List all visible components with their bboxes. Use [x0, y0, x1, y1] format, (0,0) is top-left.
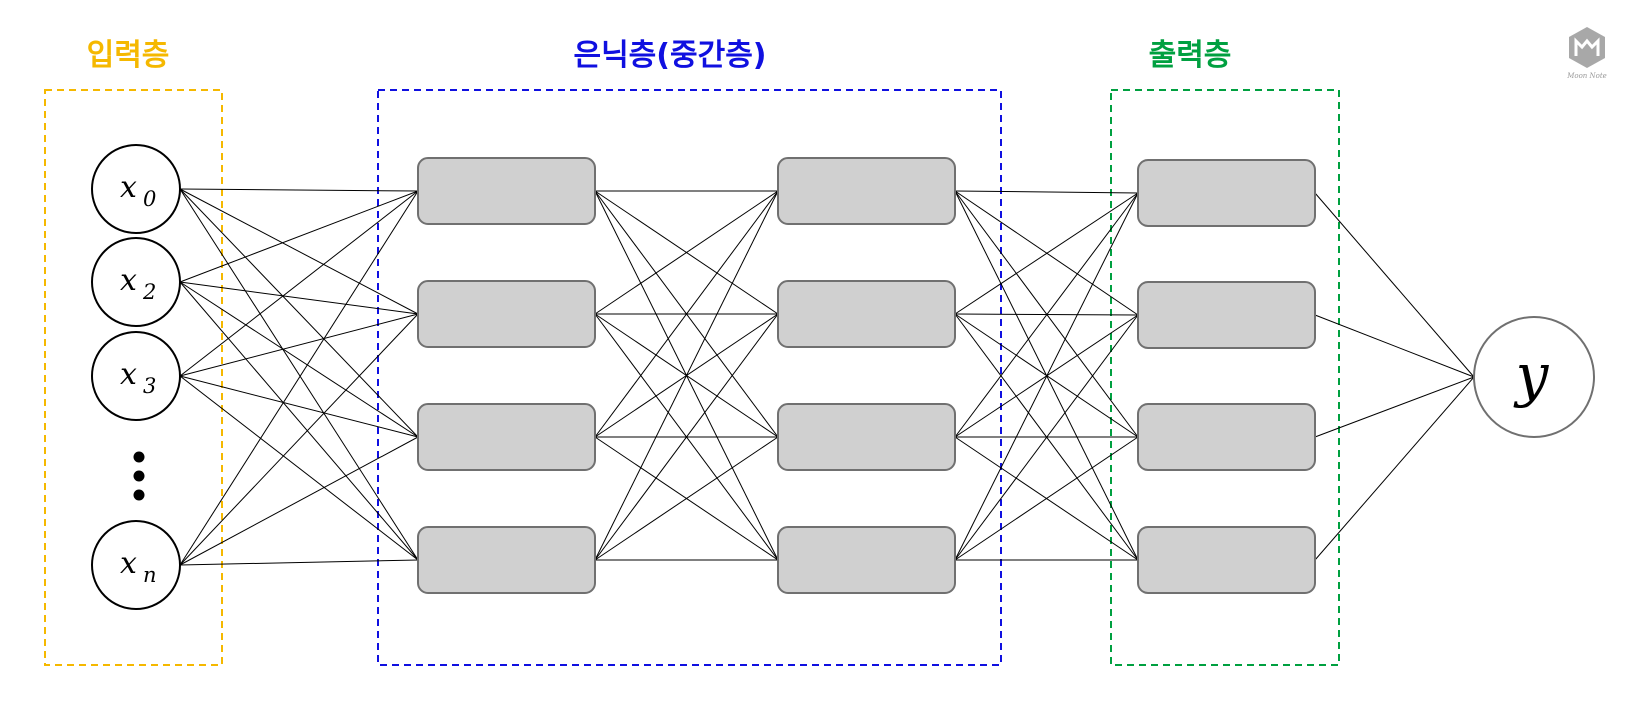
input-node-subscript: 3 — [143, 374, 156, 398]
moon-note-logo-icon — [1569, 27, 1605, 68]
edge — [954, 436, 1139, 561]
input-node — [91, 144, 181, 234]
hidden-node — [417, 526, 596, 594]
edge — [179, 190, 419, 377]
edge — [594, 436, 779, 561]
edge — [179, 313, 419, 566]
output-layer-node — [1137, 403, 1316, 471]
input-node-label: x — [120, 357, 137, 392]
output-layer-title: 출력층 — [1148, 38, 1232, 73]
edge — [179, 375, 419, 561]
input-layer-title: 입력층 — [86, 38, 170, 73]
edge — [1314, 376, 1475, 561]
edge — [1314, 376, 1475, 438]
hidden-node — [777, 526, 956, 594]
hidden-node — [777, 403, 956, 471]
input-node-subscript: 2 — [142, 280, 156, 304]
edge — [954, 314, 1139, 561]
hidden-node — [777, 157, 956, 225]
edge — [954, 192, 1139, 438]
output-layer-node — [1137, 159, 1316, 227]
edge — [954, 192, 1139, 315]
hidden-node — [417, 280, 596, 348]
input-node-subscript: n — [143, 563, 157, 587]
input-node — [91, 237, 181, 327]
edge — [179, 375, 419, 438]
hidden-node — [777, 280, 956, 348]
edge — [179, 559, 419, 566]
output-layer-node — [1137, 281, 1316, 349]
edge — [179, 281, 419, 561]
edge — [1314, 314, 1475, 378]
hidden-layer-title: 은닉층(중간층) — [573, 38, 767, 73]
hidden-node — [417, 157, 596, 225]
edge — [594, 190, 779, 315]
edge — [179, 313, 419, 377]
edge — [179, 190, 419, 566]
edge — [954, 192, 1139, 561]
edge — [179, 188, 419, 315]
output-layer-box — [1110, 89, 1340, 666]
input-node-label: x — [120, 263, 137, 298]
edge — [179, 190, 419, 283]
output-layer-node — [1137, 526, 1316, 594]
edge — [179, 188, 419, 561]
input-node-label: x — [120, 170, 137, 205]
input-layer-box — [44, 89, 223, 666]
edge — [1314, 192, 1475, 378]
connection-edges — [179, 188, 1475, 566]
edge — [594, 190, 779, 561]
ellipsis-dot — [133, 489, 145, 501]
edge — [594, 190, 779, 438]
edge — [179, 188, 419, 192]
edge — [594, 313, 779, 561]
output-node — [1473, 316, 1595, 438]
input-node — [91, 331, 181, 421]
ellipsis-dot — [133, 451, 145, 463]
ellipsis-dot — [133, 470, 145, 482]
edge — [179, 281, 419, 438]
edge — [954, 190, 1139, 194]
input-node-subscript: 0 — [143, 187, 156, 211]
hidden-node — [417, 403, 596, 471]
edge — [179, 188, 419, 438]
input-node-label: x — [120, 546, 137, 581]
input-node — [91, 520, 181, 610]
edge — [179, 281, 419, 315]
logo-text: Moon Note — [1566, 72, 1607, 80]
edge — [179, 436, 419, 566]
output-node-label: y — [1513, 341, 1550, 409]
